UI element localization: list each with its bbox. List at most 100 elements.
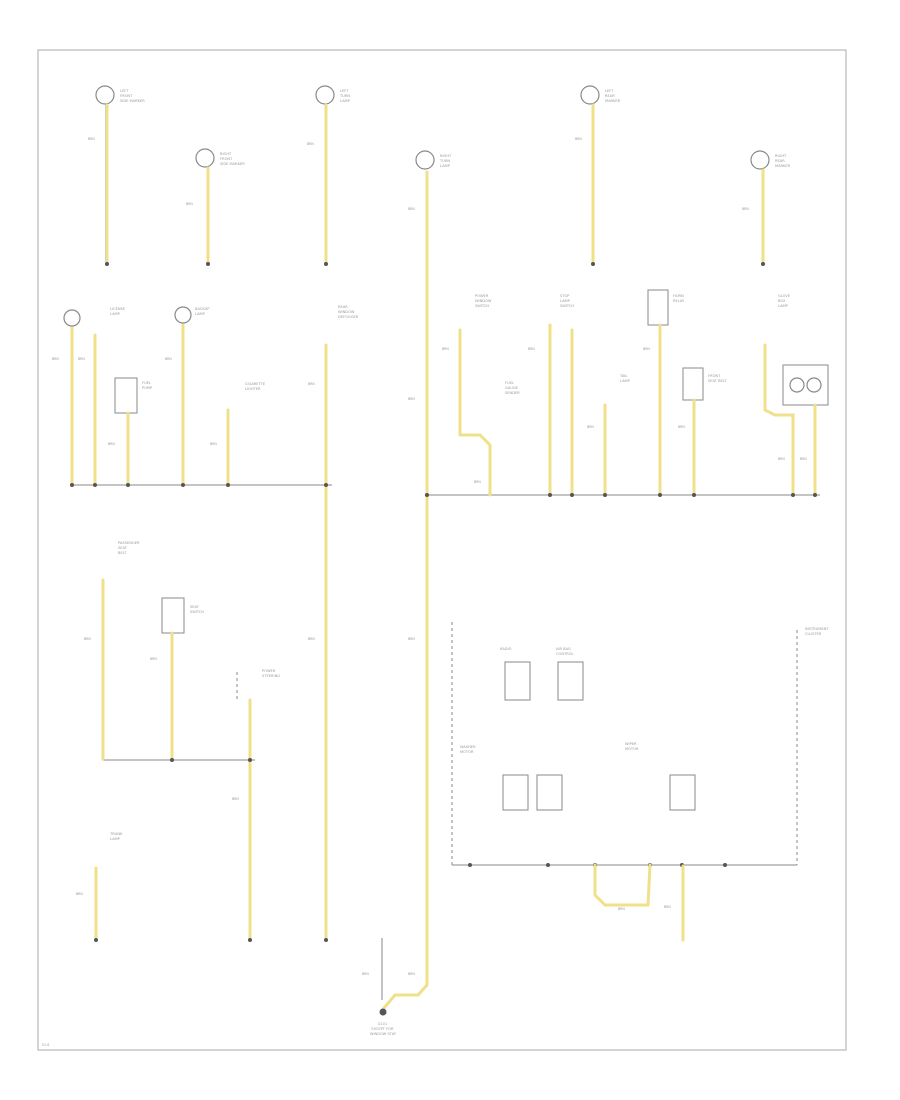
splice-node	[170, 758, 174, 762]
center-main-wire: BRN BRN BRN BRN BRN G101 EXCEPT FOR WIND…	[362, 170, 429, 1036]
wire-label: BRN	[308, 382, 315, 386]
component-label: TRUNK LAMP	[109, 832, 124, 841]
component-label: RIGHT TURN LAMP	[439, 154, 452, 168]
splice-node	[591, 262, 595, 266]
component-label: AIR BAG CONTROL	[556, 647, 574, 656]
wire-label: BRN	[643, 347, 650, 351]
component-label: STOP LAMP SWITCH	[560, 294, 574, 308]
wire-label: BRN	[88, 137, 95, 141]
wire-label: BRN	[150, 657, 157, 661]
top-lamp-group: BRN LEFT FRONT SIDE MARKER BRN RIGHT FRO…	[88, 85, 791, 266]
wire-label: BRN	[76, 892, 83, 896]
wire-label: BRN	[408, 397, 415, 401]
splice-node	[324, 938, 328, 942]
wire-label: BRN	[232, 797, 239, 801]
splice-node	[248, 758, 252, 762]
component-label: POWER WINDOW SWITCH	[475, 294, 493, 308]
wire	[593, 863, 652, 907]
wire-label: BRN	[108, 442, 115, 446]
component-box	[502, 774, 529, 811]
component-label: INSTRUMENT CLUSTER	[805, 627, 830, 636]
splice-node	[94, 938, 98, 942]
component-box	[557, 661, 584, 701]
splice-node	[70, 483, 74, 487]
component-label: BACKUP LAMP	[195, 307, 211, 316]
wire-label: BRN	[474, 480, 481, 484]
component-label: CIGARETTE LIGHTER	[245, 382, 266, 391]
bulb-icon	[315, 85, 335, 105]
bulb-icon	[789, 377, 805, 393]
splice-node	[570, 493, 574, 497]
diagram-frame	[37, 49, 847, 1051]
wire	[458, 433, 492, 497]
bulb-icon	[415, 150, 435, 170]
wire-label: BRN	[78, 357, 85, 361]
component-label: HORN RELAY	[673, 294, 685, 303]
splice-node	[181, 483, 185, 487]
wire-label: BRN	[362, 972, 369, 976]
component-label: LICENSE LAMP	[110, 307, 126, 316]
component-label: LEFT TURN LAMP	[339, 89, 351, 103]
wire-label: BRN	[742, 207, 749, 211]
splice-node	[723, 863, 727, 867]
wire-label: BRN	[165, 357, 172, 361]
bulb-icon	[195, 148, 215, 168]
component-label: FUEL GAUGE SENDER	[505, 381, 520, 395]
component-box	[504, 661, 531, 701]
component-box	[669, 774, 696, 811]
bulb-icon	[806, 377, 822, 393]
splice-node	[791, 493, 795, 497]
splice-node	[105, 262, 109, 266]
splice-node	[324, 262, 328, 266]
wire-label: BRN	[778, 457, 785, 461]
splice-node	[206, 262, 210, 266]
wire-label: BRN	[52, 357, 59, 361]
right-lower-group: INSTRUMENT CLUSTER RADIO AIR BAG CONTROL…	[451, 622, 830, 942]
component-label: REAR WINDOW DEFOGGER	[338, 305, 359, 319]
component-label: GLOVE BOX LAMP	[778, 294, 791, 308]
component-label: POWER STEERING	[262, 669, 280, 678]
component-box	[161, 597, 185, 634]
wire-label: BRN	[800, 457, 807, 461]
page-reference: 51-6	[42, 1043, 49, 1047]
wire-label: BRN	[408, 207, 415, 211]
bulb-icon	[63, 309, 81, 327]
splice-node	[126, 483, 130, 487]
ground-symbol-icon	[379, 1008, 387, 1016]
splice-node	[548, 493, 552, 497]
splice-node	[658, 493, 662, 497]
wire-label: BRN	[664, 905, 671, 909]
splice-node	[468, 863, 472, 867]
splice-node	[761, 262, 765, 266]
bulb-icon	[95, 85, 115, 105]
wire	[382, 983, 429, 1010]
wire-label: BRN	[408, 972, 415, 976]
splice-node	[603, 493, 607, 497]
component-label: SEAT SWITCH	[190, 605, 204, 614]
wire-label: BRN	[186, 202, 193, 206]
splice-node	[546, 863, 550, 867]
component-label: RADIO	[500, 647, 512, 651]
wire-label: BRN	[210, 442, 217, 446]
splice-node	[692, 493, 696, 497]
left-lower-group: PASSENGER SEAT BELT BRN SEAT SWITCH BRN …	[76, 541, 280, 942]
component-label: FRONT SEAT BELT	[708, 374, 727, 383]
component-box	[536, 774, 563, 811]
wire-label: BRN	[408, 637, 415, 641]
component-box	[682, 367, 704, 401]
component-label: TAIL LAMP	[619, 374, 631, 383]
component-label: RIGHT FRONT SIDE MARKER	[220, 152, 245, 166]
component-label: LEFT REAR MARKER	[605, 89, 621, 103]
wire-label: BRN	[575, 137, 582, 141]
bulb-icon	[174, 306, 192, 324]
component-box	[647, 289, 669, 326]
splice-node	[226, 483, 230, 487]
splice-node	[324, 483, 328, 487]
splice-node	[93, 483, 97, 487]
component-label: FUEL PUMP	[142, 381, 153, 390]
splice-node	[813, 493, 817, 497]
wire-label: BRN	[308, 637, 315, 641]
wire-label: BRN	[618, 907, 625, 911]
component-box	[114, 377, 138, 414]
